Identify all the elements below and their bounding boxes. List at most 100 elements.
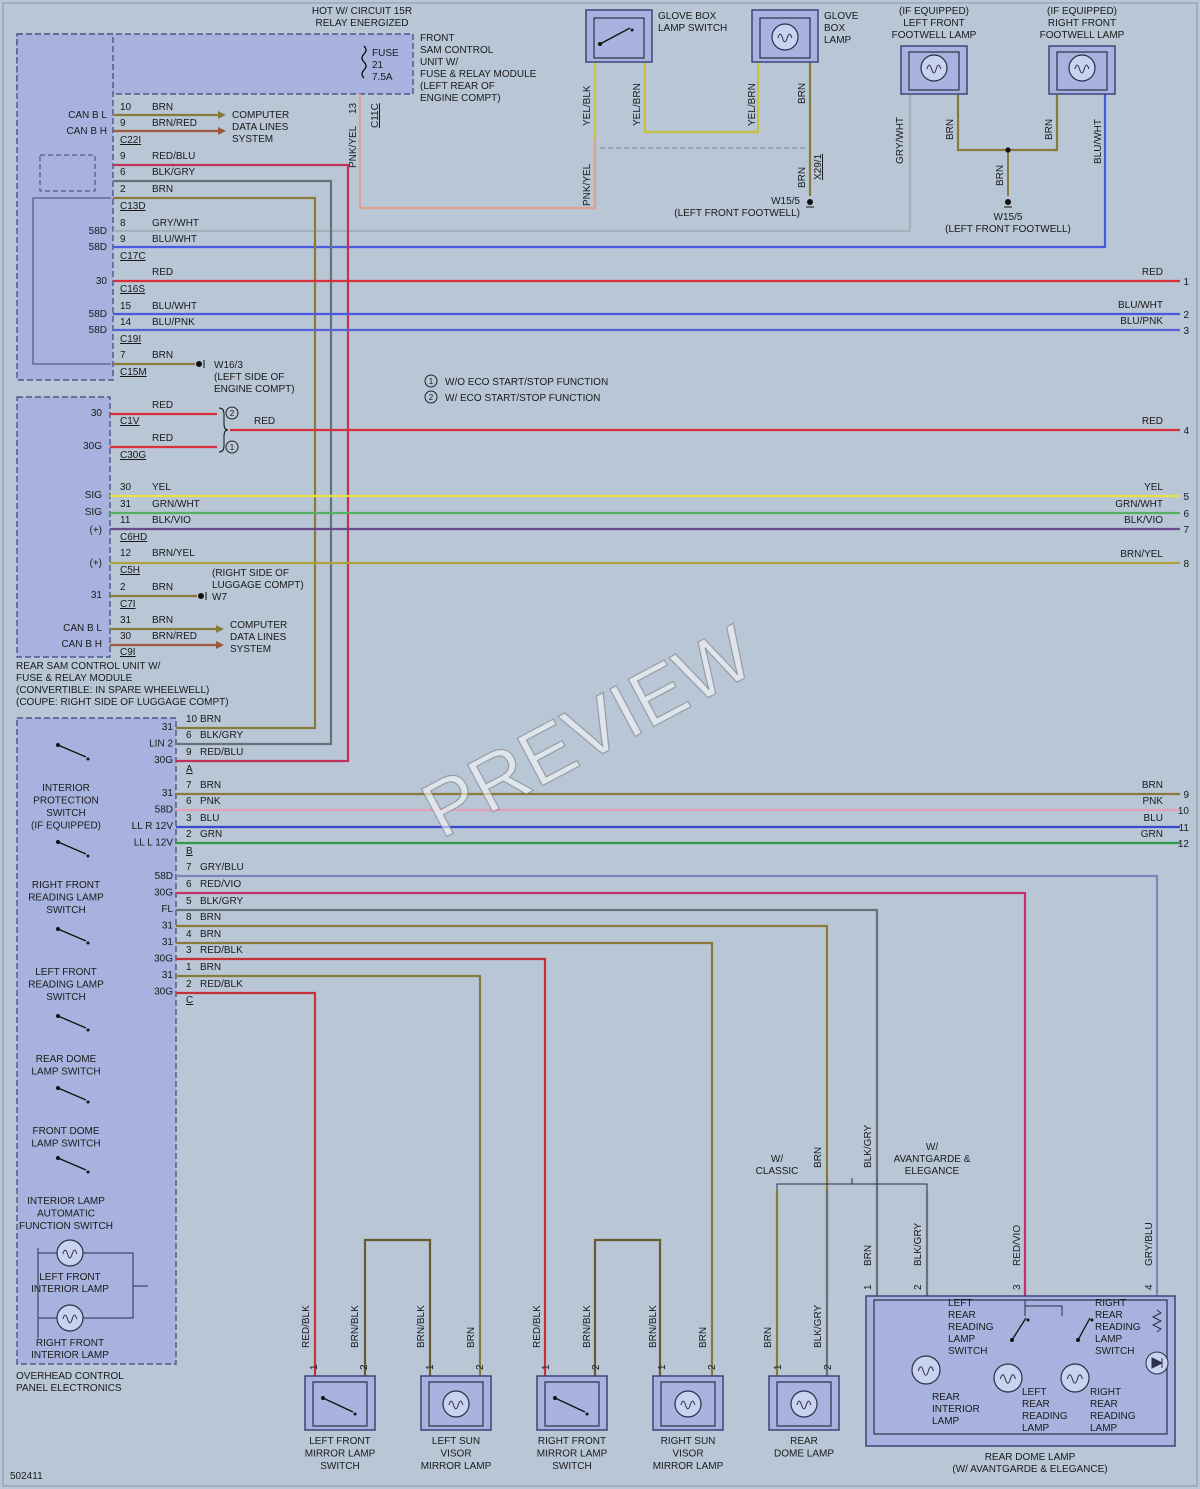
rf-footwell-label-line: (IF EQUIPPED) xyxy=(1047,6,1117,17)
vlabel-gry-blu: GRY/BLU xyxy=(1144,1222,1155,1266)
bottom-pin-1: 1 xyxy=(657,1364,668,1370)
rear-pin-number: 11 xyxy=(120,515,131,526)
overhead-switch-label-line: PROTECTION xyxy=(33,796,99,807)
overhead-pin-c: FL xyxy=(161,904,173,915)
vlabel-brn-avant: BRN xyxy=(863,1245,874,1266)
option-brace xyxy=(776,1178,928,1190)
front-wire-color: GRY/WHT xyxy=(152,218,199,229)
dome-rr-lamp-label-line: REAR xyxy=(1090,1399,1118,1410)
front-pin-number: 9 xyxy=(120,118,126,129)
bottom-component-label-line: MIRROR LAMP xyxy=(421,1461,492,1472)
conn-c30g: C30G xyxy=(120,450,146,461)
lamp-filament xyxy=(1066,1374,1083,1384)
overhead-pin-number: 8 xyxy=(186,912,192,923)
switch-contact xyxy=(353,1412,357,1416)
rear-sam-label-line: (CONVERTIBLE: IN SPARE WHEELWELL) xyxy=(16,685,209,696)
right-ref-number: 2 xyxy=(1183,310,1189,321)
overhead-wire-color: BRN xyxy=(200,929,221,940)
right-wire-color: YEL xyxy=(1144,482,1163,493)
conn-c7i: C7I xyxy=(120,599,136,610)
front-wire-color: BLU/WHT xyxy=(152,234,197,245)
overhead-wire-color: RED/BLU xyxy=(200,747,243,758)
glove-box-lamp-frame xyxy=(759,17,811,59)
switch-icon xyxy=(554,1397,586,1413)
rear-data-lines-label-line: DATA LINES xyxy=(230,632,287,643)
front-wire-color: RED xyxy=(152,267,173,278)
overhead-wire-color: RED/VIO xyxy=(200,879,241,890)
overhead-wire-color: BRN xyxy=(200,912,221,923)
lamp-icon xyxy=(771,23,799,51)
right-ref-number: 12 xyxy=(1178,839,1190,850)
lf-footwell-label-line: FOOTWELL LAMP xyxy=(892,30,977,41)
switch-icon xyxy=(322,1397,354,1413)
dome-lr-switch-label-line: SWITCH xyxy=(948,1346,987,1357)
conn-c5h: C5H xyxy=(120,565,140,576)
legend-text: W/ ECO START/STOP FUNCTION xyxy=(445,393,600,404)
front-pin-number: 8 xyxy=(120,218,126,229)
lamp-filament xyxy=(1074,64,1090,74)
conn-c9i: C9I xyxy=(120,647,136,658)
switch-icon xyxy=(57,928,87,942)
vlabel-brn-blk-2: BRN/BLK xyxy=(416,1305,427,1348)
vlabel-yel-brn-a: YEL/BRN xyxy=(632,83,643,126)
rear-pin-plus-a: (+) xyxy=(90,525,103,536)
rf-footwell-label-line: FOOTWELL LAMP xyxy=(1040,30,1125,41)
legend-mark: 1 xyxy=(429,377,434,386)
rear-wire-color: YEL xyxy=(152,482,171,493)
overhead-wire-color: BRN xyxy=(200,780,221,791)
switch-contact xyxy=(86,1170,90,1174)
bottom-component-label-line: RIGHT SUN xyxy=(661,1436,716,1447)
switch-icon xyxy=(57,1015,87,1029)
rear-sam-label-line: FUSE & RELAY MODULE xyxy=(16,673,133,684)
right-ref-number: 3 xyxy=(1183,326,1189,337)
lamp-filament xyxy=(777,33,793,43)
right-wire-color: RED xyxy=(1142,416,1163,427)
switch-contact xyxy=(86,941,90,945)
vlabel-brn-blk-1: BRN/BLK xyxy=(350,1305,361,1348)
lamp-filament xyxy=(796,1400,812,1410)
overhead-pin-number: 6 xyxy=(186,796,192,807)
conn-a: A xyxy=(186,764,193,775)
rear-wire-color: BRN xyxy=(152,615,173,626)
dome-rear-interior-label-line: INTERIOR xyxy=(932,1404,980,1415)
rear-wire-color: RED xyxy=(152,433,173,444)
overhead-switch-label-line: (IF EQUIPPED) xyxy=(31,821,101,832)
overhead-pin-b: 31 xyxy=(162,788,174,799)
bottom-pin-2: 2 xyxy=(359,1364,370,1370)
wire-red-blk-left xyxy=(176,991,317,1380)
lamp-filament xyxy=(62,1314,78,1324)
rear-data-lines-label-line: COMPUTER xyxy=(230,620,287,631)
switch-contact xyxy=(86,1100,90,1104)
wire-red-blk-right xyxy=(176,957,547,1380)
front-data-lines-label-line: SYSTEM xyxy=(232,134,273,145)
bottom-component-frame xyxy=(660,1381,716,1427)
overhead-pin-a: LIN 2 xyxy=(149,739,173,750)
front-pin-58d-a: 58D xyxy=(89,226,107,237)
arrow-icon xyxy=(216,641,224,649)
option-marker-1 xyxy=(225,440,239,454)
option-mark-2: 2 xyxy=(230,409,235,418)
fuse-label: FUSE xyxy=(372,48,399,59)
arrow-icon xyxy=(218,127,226,135)
vlabel-red-blk-l: RED/BLK xyxy=(301,1305,312,1348)
front-sam-label-line: ENGINE COMPT) xyxy=(420,93,501,104)
lamp-icon xyxy=(56,1239,84,1267)
overhead-lamp-label-line: LEFT FRONT xyxy=(39,1272,100,1283)
ground-w15-b-loc: (LEFT FRONT FOOTWELL) xyxy=(945,224,1071,235)
wire-brn-overhead xyxy=(113,196,317,730)
lamp-icon xyxy=(790,1390,818,1418)
ground-w16-label-line: W16/3 xyxy=(214,360,243,371)
rear-wire-color: RED xyxy=(152,400,173,411)
option-classic-label-line: W/ xyxy=(771,1154,783,1165)
wire-blk-gry xyxy=(113,179,333,746)
dome-pin: 2 xyxy=(913,1284,924,1290)
overhead-switch-label-line: READING LAMP xyxy=(28,980,104,991)
glove-lamp-label-line: GLOVE xyxy=(824,11,859,22)
overhead-pin-b: 58D xyxy=(155,805,173,816)
overhead-pin-number: 6 xyxy=(186,879,192,890)
right-ref-number: 10 xyxy=(1178,806,1190,817)
overhead-lamp-label-line: INTERIOR LAMP xyxy=(31,1284,109,1295)
vlabel-pnk-yel-2: PNK/YEL xyxy=(582,163,593,206)
bottom-component-label-line: LEFT SUN xyxy=(432,1436,480,1447)
